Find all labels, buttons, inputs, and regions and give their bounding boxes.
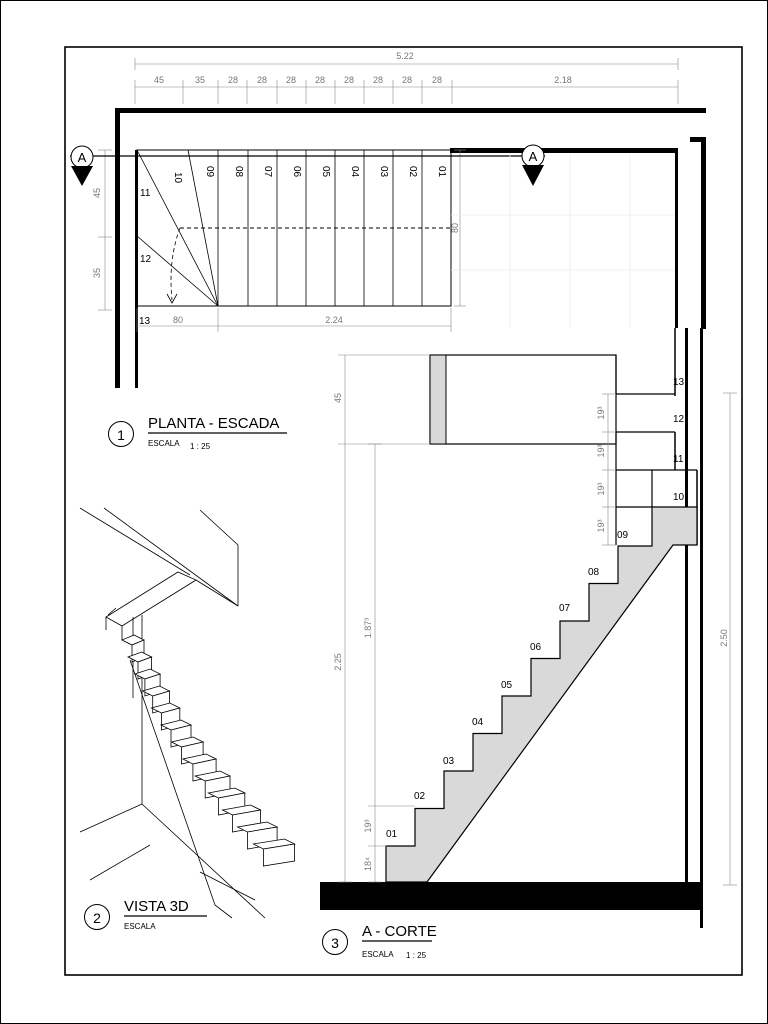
section-riser-dim-2: 19³	[596, 444, 606, 457]
section-dim-riser: 19³	[363, 819, 373, 832]
plan-tread-05: 05	[320, 166, 331, 178]
plan-tread-07: 07	[262, 166, 273, 178]
plan-dim-9: 28	[432, 75, 442, 85]
plan-landing-dim: 80	[450, 223, 460, 233]
section-scale-label: ESCALA	[362, 950, 394, 959]
section-step-10: 10	[673, 492, 685, 503]
view-3d-title: 2 VISTA 3D ESCALA	[84, 898, 207, 931]
section-step-02: 02	[414, 791, 426, 802]
plan-dim-6: 28	[344, 75, 354, 85]
section-step-13: 13	[673, 377, 685, 388]
section-step-04: 04	[472, 717, 484, 728]
view3d-number-circle	[84, 904, 110, 930]
plan-tread-01: 01	[436, 166, 447, 178]
plan-scale-value: 1 : 25	[190, 442, 211, 451]
section-marker-left-label: A	[78, 150, 87, 165]
view-3d-steps	[121, 634, 296, 919]
plan-dim-5: 28	[315, 75, 325, 85]
view3d-step-riser	[262, 843, 296, 867]
view3d-title: VISTA 3D	[124, 898, 189, 915]
plan-tread-08: 08	[233, 166, 244, 178]
section-step-03: 03	[443, 756, 455, 767]
plan-dim-1: 35	[195, 75, 205, 85]
plan-tread-02: 02	[407, 166, 418, 178]
section-marker-right-label: A	[529, 149, 538, 164]
section-step-01: 01	[386, 829, 398, 840]
section-riser-dim-4: 19³	[596, 519, 606, 532]
section-view-number: 3	[331, 935, 339, 951]
plan-dim-4: 28	[286, 75, 296, 85]
plan-tread-04: 04	[349, 166, 360, 178]
section-view: 45 2.25 1.87³ 19³ 18⁴ 19³ 19³ 19³ 19³ 2.…	[320, 328, 737, 960]
section-dim-slab: 45	[333, 393, 343, 403]
drawing-frame	[64, 46, 743, 976]
section-step-06: 06	[530, 642, 542, 653]
plan-winder-13: 13	[139, 316, 151, 327]
section-step-05: 05	[501, 680, 513, 691]
view3d-number: 2	[93, 910, 101, 926]
plan-side-dim-0: 45	[92, 188, 102, 198]
plan-title: PLANTA - ESCADA	[148, 415, 279, 432]
plan-dim-3: 28	[257, 75, 267, 85]
view3d-stringer	[129, 659, 233, 919]
plan-tread-03: 03	[378, 166, 389, 178]
plan-tread-06: 06	[291, 166, 302, 178]
plan-view-number: 1	[117, 427, 125, 443]
section-view-number-circle	[322, 929, 348, 955]
plan-bottom-dim-1: 2.24	[325, 315, 343, 325]
plan-dim-0: 45	[154, 75, 164, 85]
plan-dim-10: 2.18	[554, 75, 572, 85]
section-step-11: 11	[673, 454, 684, 465]
view-3d	[79, 507, 266, 919]
plan-view-number-circle	[108, 421, 134, 447]
view3d-scale-label: ESCALA	[124, 922, 156, 931]
plan-tread-09: 09	[204, 166, 215, 178]
plan-winder-12: 12	[140, 254, 152, 265]
plan-view: 5.22 45 35 28 28 28 28 28 28 28 28 2.18	[70, 51, 706, 451]
plan-total-width: 5.22	[396, 51, 414, 61]
plan-winder-11: 11	[140, 188, 151, 199]
section-step-09: 09	[617, 530, 629, 541]
plan-bottom-dim-0: 80	[173, 315, 183, 325]
plan-side-dim-1: 35	[92, 268, 102, 278]
section-scale-value: 1 : 25	[406, 951, 427, 960]
section-dim-total: 2.25	[333, 653, 343, 671]
section-riser-dim-3: 19³	[596, 482, 606, 495]
plan-dim-7: 28	[373, 75, 383, 85]
section-step-08: 08	[588, 567, 600, 578]
plan-scale-label: ESCALA	[148, 439, 180, 448]
plan-tread-10: 10	[172, 172, 183, 184]
section-dim-clear: 1.87³	[363, 618, 373, 639]
section-dim-height: 2.50	[719, 629, 729, 647]
section-step-07: 07	[559, 603, 571, 614]
section-dim-first-riser: 18⁴	[363, 857, 373, 871]
plan-dim-8: 28	[402, 75, 412, 85]
plan-dim-2: 28	[228, 75, 238, 85]
section-riser-dim-1: 19³	[596, 406, 606, 419]
section-title: A - CORTE	[362, 923, 437, 940]
section-step-12: 12	[673, 414, 685, 425]
